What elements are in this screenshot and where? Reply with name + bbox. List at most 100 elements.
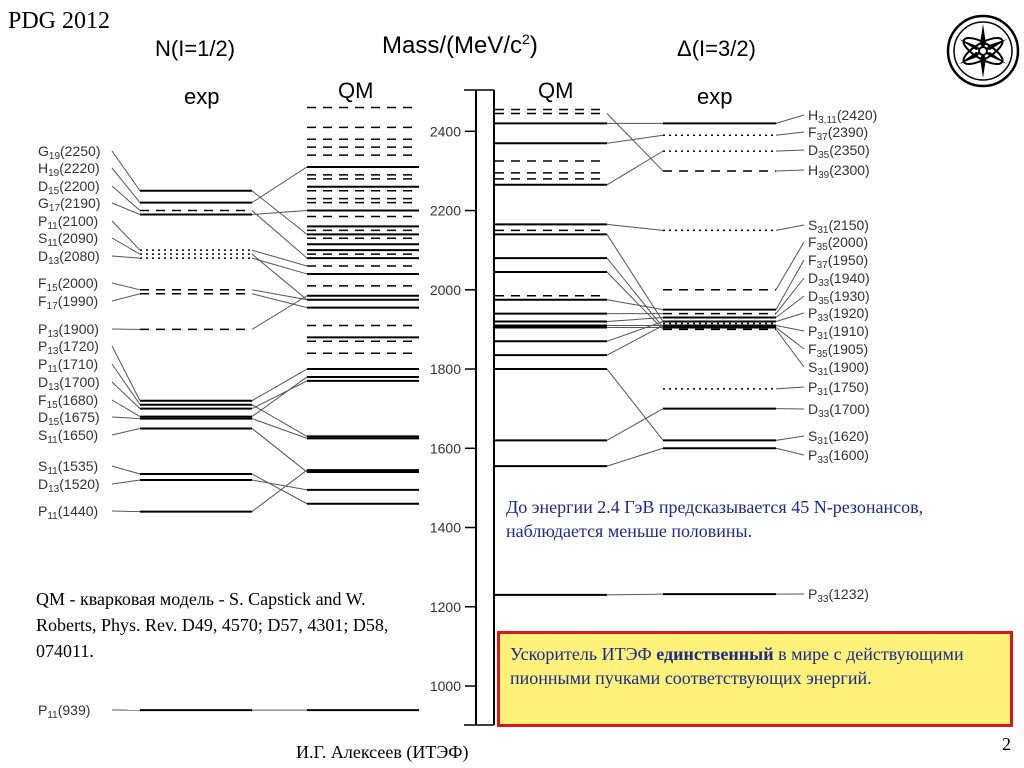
wave-letter: P xyxy=(38,356,48,372)
isospin-spin-subscript: 11 xyxy=(47,511,58,522)
state-mass: (1680) xyxy=(57,392,99,408)
n-connector xyxy=(251,404,308,437)
d-state-label: P33(1232) xyxy=(808,586,869,608)
wave-letter: S xyxy=(808,359,818,375)
axis-tick-label: 1800 xyxy=(430,361,461,377)
isospin-spin-subscript: 19 xyxy=(48,168,60,179)
wave-letter: P xyxy=(808,323,818,339)
n-connector xyxy=(251,293,308,309)
wave-letter: G xyxy=(38,195,49,211)
wave-letter: D xyxy=(38,374,49,390)
isospin-spin-subscript: 13 xyxy=(48,484,60,495)
state-mass: (2080) xyxy=(59,248,100,264)
isospin-spin-subscript: 31 xyxy=(817,436,829,447)
axis-tick-label: 1600 xyxy=(430,440,461,456)
n-state-label: D15(1675) xyxy=(38,409,100,431)
isospin-spin-subscript: 39 xyxy=(818,170,830,181)
axis-tick-label: 2400 xyxy=(430,123,461,139)
n-state-label: P13(1900) xyxy=(38,321,99,343)
delta-label-leader xyxy=(775,114,805,124)
n-connector xyxy=(251,295,308,330)
state-mass: (1700) xyxy=(829,401,870,417)
n-label-leader xyxy=(111,363,141,405)
isospin-spin-subscript: 35 xyxy=(816,349,828,360)
state-mass: (1675) xyxy=(59,409,100,425)
isospin-spin-subscript: 11 xyxy=(47,238,58,249)
delta-label-leader xyxy=(775,149,805,152)
n-connector xyxy=(251,257,308,275)
delta-label-leader xyxy=(775,435,805,441)
state-mass: (1920) xyxy=(828,305,869,321)
isospin-spin-subscript: 11 xyxy=(47,364,58,375)
isospin-spin-subscript: 15 xyxy=(48,417,60,428)
n-connector xyxy=(251,368,308,402)
pdg-label: PDG 2012 xyxy=(8,8,111,34)
state-mass: (2190) xyxy=(60,195,101,211)
n-label-leader xyxy=(111,465,141,475)
wave-letter: P xyxy=(38,503,48,519)
n-connector xyxy=(251,249,308,267)
wave-letter: S xyxy=(38,230,48,246)
d-state-label: F37(1950) xyxy=(808,252,868,274)
n-state-label: H19(2220) xyxy=(38,160,100,182)
page-number: 2 xyxy=(1002,734,1011,754)
delta-connector xyxy=(606,134,664,144)
n-label-leader xyxy=(111,167,141,203)
n-state-label: D13(1700) xyxy=(38,374,100,396)
n-qm-heading: QM xyxy=(338,78,374,103)
n-state-label: S11(1650) xyxy=(38,427,98,449)
wave-letter: F xyxy=(38,275,47,291)
institute-logo-icon xyxy=(946,14,1020,88)
wave-letter: F xyxy=(38,392,47,408)
n-connector xyxy=(251,289,308,301)
wave-letter: G xyxy=(38,143,49,159)
state-mass: (2150) xyxy=(828,217,869,233)
n-connector xyxy=(251,469,308,513)
n-state-label: P11(939) xyxy=(38,702,90,724)
n-state-label: F15(1680) xyxy=(38,392,98,414)
delta-label-leader xyxy=(775,241,805,291)
n-state-label: F17(1990) xyxy=(38,293,98,315)
state-mass: (2000) xyxy=(57,275,99,291)
state-mass: (2420) xyxy=(836,107,878,123)
state-mass: (939) xyxy=(57,702,91,718)
n-connector xyxy=(251,479,308,491)
isospin-spin-subscript: 13 xyxy=(48,382,60,393)
callout-emphasis: единственный xyxy=(656,644,774,664)
state-mass: (2250) xyxy=(60,143,101,159)
n-connector xyxy=(251,210,308,259)
n-state-label: F15(2000) xyxy=(38,275,98,297)
state-mass: (1440) xyxy=(57,503,99,519)
wave-letter: H xyxy=(38,160,49,176)
axis-tick-label: 1200 xyxy=(430,599,461,615)
state-mass: (1900) xyxy=(58,321,99,337)
delta-label-leader xyxy=(775,447,805,456)
d-state-label: P33(1600) xyxy=(808,447,869,469)
n-state-label: D13(1520) xyxy=(38,476,100,498)
isospin-spin-subscript: 3,11 xyxy=(818,115,837,126)
state-mass: (1750) xyxy=(828,379,869,395)
state-mass: (2200) xyxy=(59,178,100,194)
isospin-spin-subscript: 33 xyxy=(817,455,829,466)
isospin-spin-subscript: 19 xyxy=(48,151,61,162)
isospin-spin-subscript: 11 xyxy=(47,221,58,232)
delta-label-leader xyxy=(775,324,805,332)
state-mass: (1520) xyxy=(59,476,100,492)
wave-letter: D xyxy=(808,401,819,417)
wave-letter: S xyxy=(808,428,818,444)
isospin-spin-subscript: 35 xyxy=(818,150,830,161)
state-mass: (1900) xyxy=(828,359,869,375)
isospin-spin-subscript: 13 xyxy=(47,346,59,357)
d-state-label: H39(2300) xyxy=(808,162,870,184)
n-exp-heading: exp xyxy=(184,84,220,109)
d-state-label: S31(1620) xyxy=(808,428,869,450)
isospin-spin-subscript: 33 xyxy=(818,409,830,420)
d-state-label: P31(1750) xyxy=(808,379,869,401)
n-state-label: D13(2080) xyxy=(38,248,100,270)
n-connector xyxy=(251,166,308,204)
wave-letter: P xyxy=(808,305,818,321)
isospin-spin-subscript: 33 xyxy=(817,594,829,605)
wave-letter: D xyxy=(38,248,49,264)
callout-text-start: Ускоритель ИТЭФ xyxy=(510,644,657,664)
